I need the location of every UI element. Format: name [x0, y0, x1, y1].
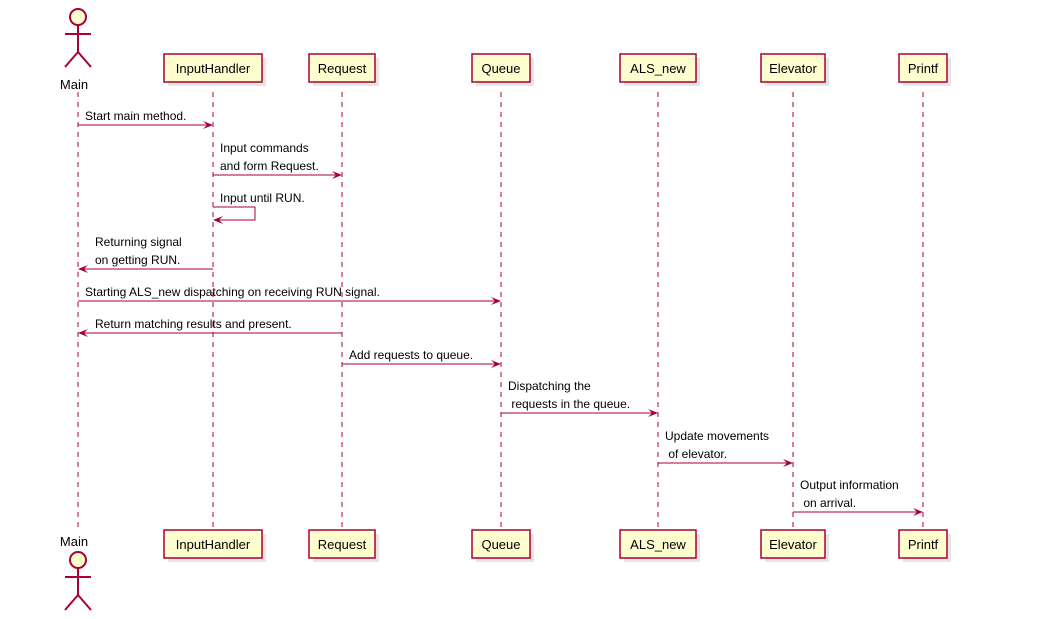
participant-label: Queue [481, 61, 520, 76]
participant-label: ALS_new [630, 61, 686, 76]
message-3: Input until RUN. [213, 191, 305, 224]
participant-inputhandler-top: InputHandler [163, 53, 266, 86]
participant-label: InputHandler [176, 537, 251, 552]
message-label: on getting RUN. [95, 253, 180, 267]
participant-printf-bottom: Printf [898, 529, 951, 562]
participant-queue-top: Queue [471, 53, 534, 86]
message-label: Returning signal [95, 235, 182, 249]
message-9: Update movements of elevator. [658, 429, 793, 467]
message-label: Output information [800, 478, 899, 492]
message-label: Start main method. [85, 109, 186, 123]
message-10: Output information on arrival. [793, 478, 923, 516]
message-label: Update movements [665, 429, 769, 443]
message-4: Returning signal on getting RUN. [78, 235, 213, 273]
participant-request-bottom: Request [308, 529, 379, 562]
participant-label: Request [318, 61, 367, 76]
message-6: Return matching results and present. [78, 317, 342, 337]
participant-label: Queue [481, 537, 520, 552]
message-1: Start main method. [78, 109, 213, 129]
message-label: of elevator. [665, 447, 727, 461]
participant-queue-bottom: Queue [471, 529, 534, 562]
message-label: Add requests to queue. [349, 348, 473, 362]
actor-figure [64, 8, 92, 68]
message-label: Dispatching the [508, 379, 591, 393]
participant-elevator-top: Elevator [760, 53, 829, 86]
participant-als_new-bottom: ALS_new [619, 529, 700, 562]
message-label: on arrival. [800, 496, 856, 510]
message-label: requests in the queue. [508, 397, 630, 411]
message-label: Starting ALS_new dispatching on receivin… [85, 285, 380, 299]
participant-label: Elevator [769, 537, 817, 552]
participant-headers-bottom: Main InputHandler Request Queue ALS_new Eleva… [60, 529, 951, 611]
lifelines [77, 92, 924, 530]
message-label: Input until RUN. [220, 191, 305, 205]
participant-label: ALS_new [630, 537, 686, 552]
participant-printf-top: Printf [898, 53, 951, 86]
messages: Start main method. Input commands and form… [78, 109, 923, 516]
actor-label-top: Main [60, 77, 88, 92]
message-5: Starting ALS_new dispatching on receivin… [78, 285, 501, 305]
message-7: Add requests to queue. [342, 348, 501, 368]
actor-figure [64, 551, 92, 611]
participant-label: Printf [908, 61, 939, 76]
message-8: Dispatching the requests in the queue. [501, 379, 658, 417]
message-label: and form Request. [220, 159, 319, 173]
participant-als_new-top: ALS_new [619, 53, 700, 86]
message-label: Input commands [220, 141, 309, 155]
actor-label-bottom: Main [60, 534, 88, 549]
participant-label: Printf [908, 537, 939, 552]
participant-label: Request [318, 537, 367, 552]
participant-label: Elevator [769, 61, 817, 76]
participant-inputhandler-bottom: InputHandler [163, 529, 266, 562]
message-2: Input commands and form Request. [213, 141, 342, 179]
participant-elevator-bottom: Elevator [760, 529, 829, 562]
message-label: Return matching results and present. [95, 317, 292, 331]
participant-label: InputHandler [176, 61, 251, 76]
message-arrow [213, 206, 256, 224]
participant-request-top: Request [308, 53, 379, 86]
participant-headers-top: Main InputHandler Request Queue ALS_new Eleva… [60, 8, 951, 92]
